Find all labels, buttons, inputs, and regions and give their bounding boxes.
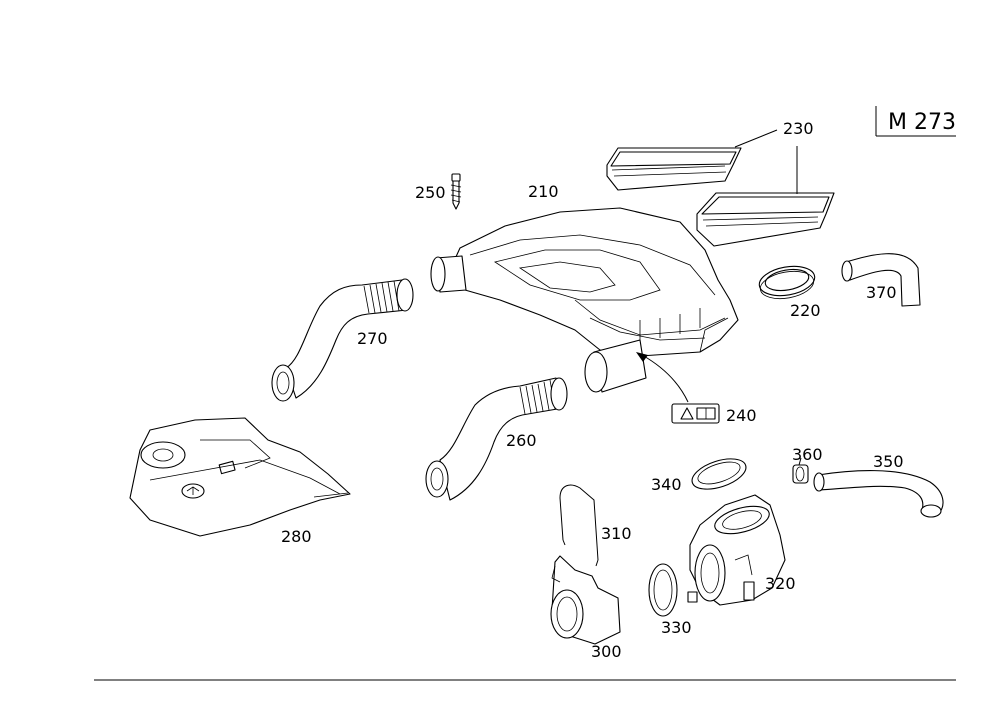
part-label-340: 340 <box>651 475 682 494</box>
part-label-300: 300 <box>591 642 622 661</box>
part-label-210: 210 <box>528 182 559 201</box>
seal-340[interactable] <box>688 453 749 495</box>
part-label-350: 350 <box>873 452 904 471</box>
warning-label[interactable] <box>636 352 720 424</box>
engine-cover[interactable] <box>129 417 351 537</box>
part-label-230: 230 <box>783 119 814 138</box>
seal-ring[interactable] <box>757 262 817 302</box>
air-mass-sensor[interactable] <box>550 555 621 645</box>
part-label-320: 320 <box>765 574 796 593</box>
part-label-310: 310 <box>601 524 632 543</box>
part-label-360: 360 <box>792 445 823 464</box>
part-label-240: 240 <box>726 406 757 425</box>
part-label-330: 330 <box>661 618 692 637</box>
part-label-270: 270 <box>357 329 388 348</box>
air-filter-elements[interactable] <box>606 129 835 247</box>
intake-duct-270[interactable] <box>271 278 414 402</box>
part-label-370: 370 <box>866 283 897 302</box>
model-code-label: M 273 <box>888 110 956 135</box>
air-filter-housing[interactable] <box>430 207 739 393</box>
part-label-260: 260 <box>506 431 537 450</box>
part-label-250: 250 <box>415 183 446 202</box>
intake-connector-320[interactable] <box>687 494 786 606</box>
intake-duct-260[interactable] <box>425 377 568 501</box>
hose-clamp-360[interactable] <box>792 457 809 484</box>
wire-clip[interactable] <box>559 484 599 567</box>
part-label-220: 220 <box>790 301 821 320</box>
part-label-280: 280 <box>281 527 312 546</box>
hose-350[interactable] <box>813 470 944 518</box>
screw[interactable] <box>450 173 462 210</box>
breather-hose-370[interactable] <box>841 253 921 307</box>
sealing-ring-330[interactable] <box>648 563 678 617</box>
model-code-box: M 273 <box>875 106 956 137</box>
